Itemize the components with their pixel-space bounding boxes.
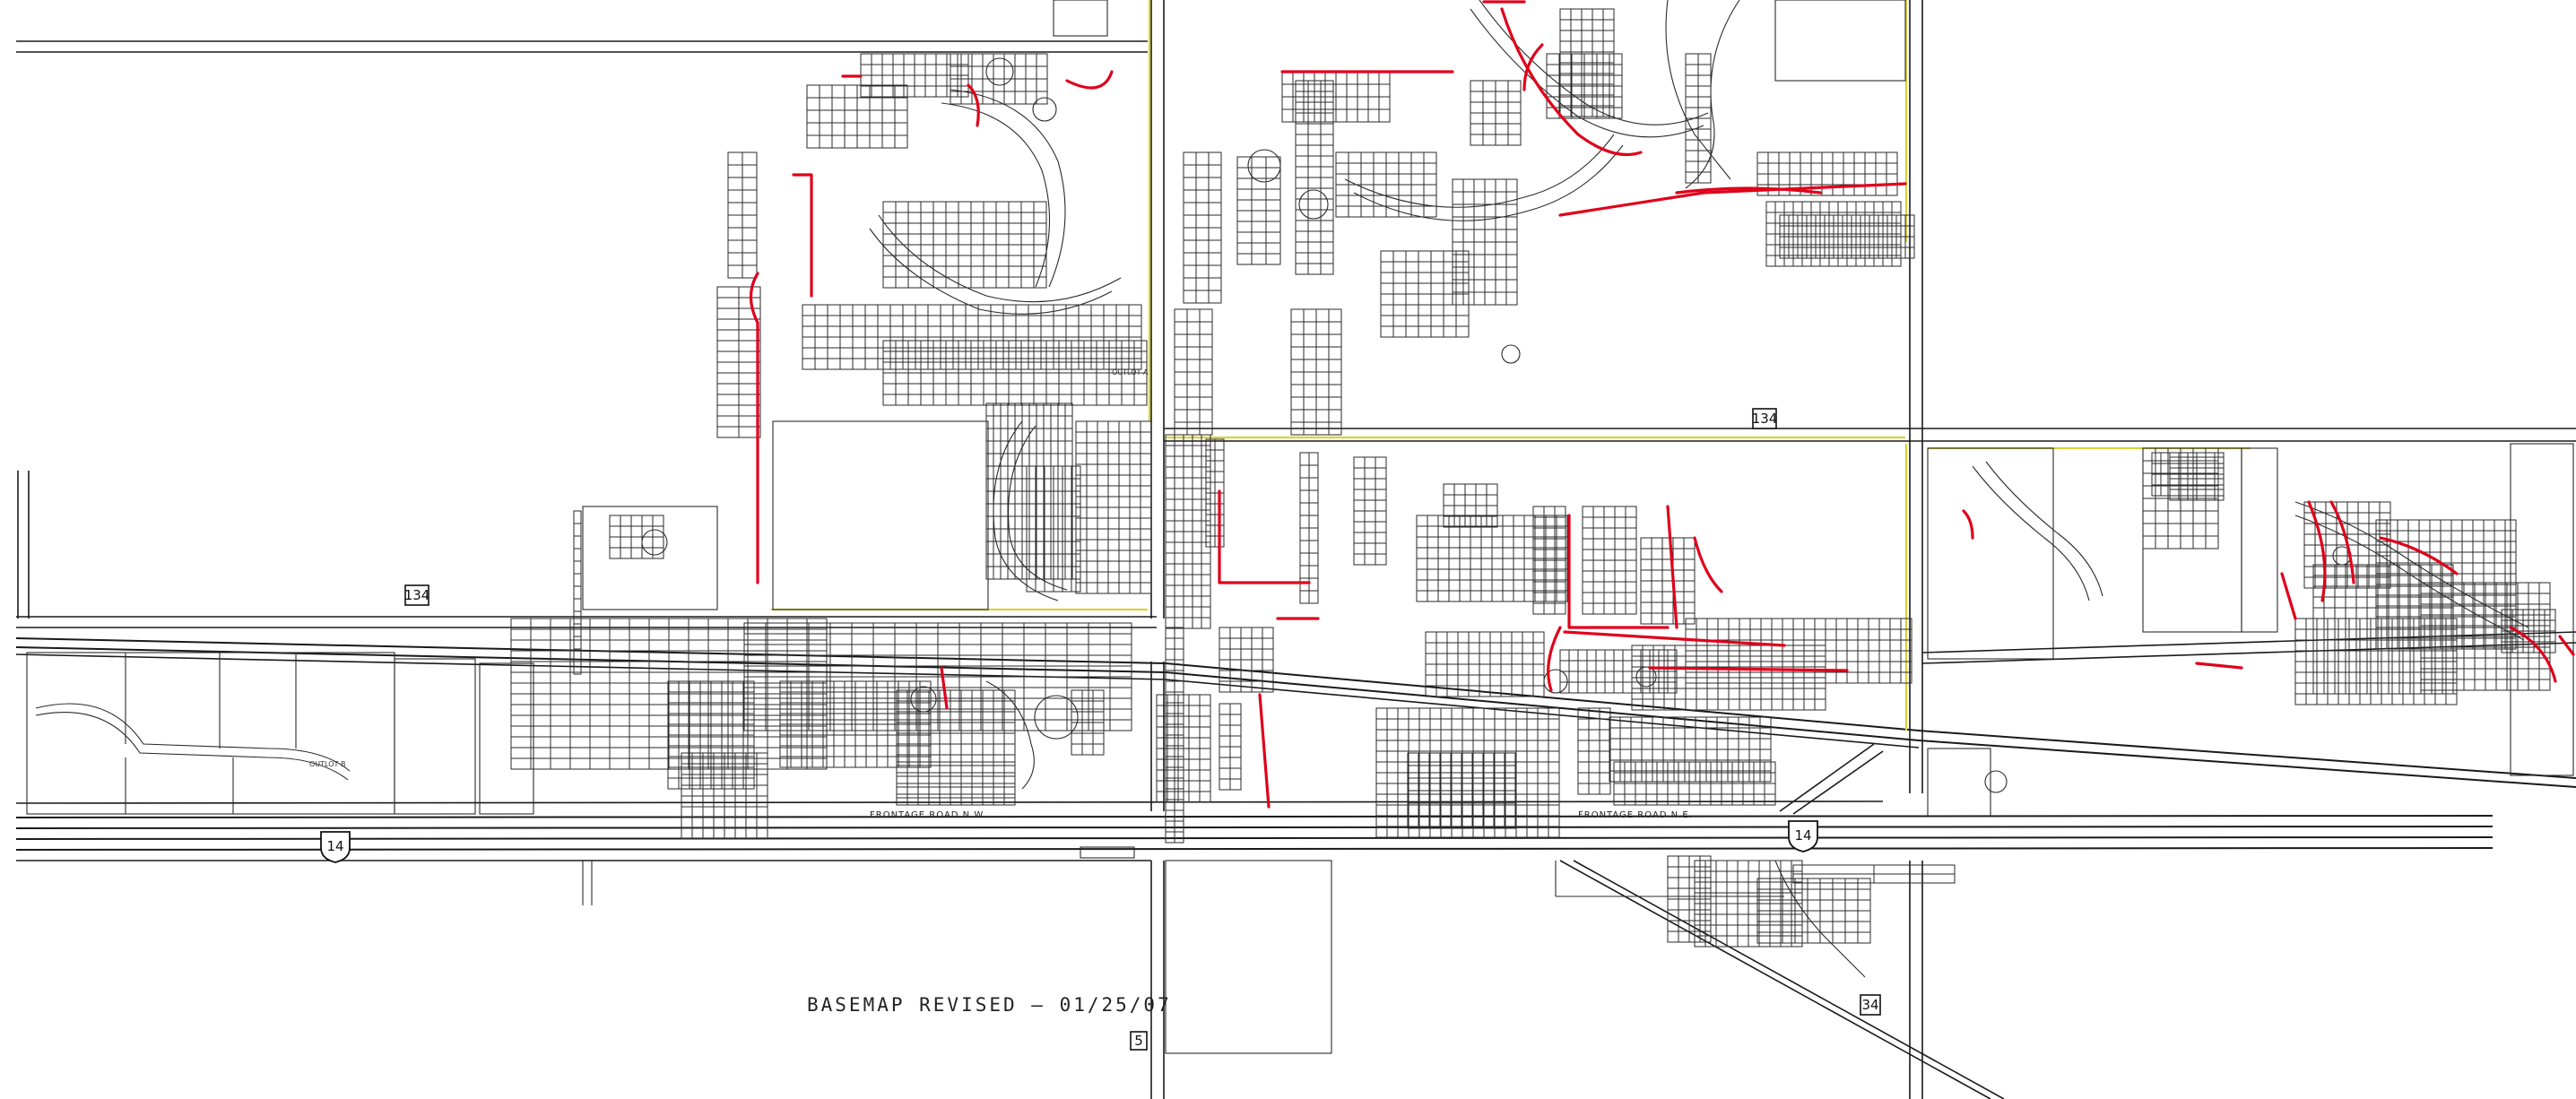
- lot-block: [1236, 156, 1281, 265]
- city-limits: [771, 0, 2251, 731]
- curved-streets: [869, 0, 2529, 978]
- lot-block: [1779, 214, 1915, 259]
- lot-block: [2294, 618, 2458, 705]
- route-shield-134-center: 134: [1752, 408, 1778, 429]
- railroad: [15, 637, 2576, 788]
- lot-block: [1532, 506, 1566, 615]
- svg-text:134: 134: [404, 587, 430, 603]
- lot-block: [1299, 452, 1319, 604]
- lot-block: [1756, 878, 1871, 944]
- lot-block: [1353, 456, 1387, 566]
- lot-block: [1219, 703, 1242, 791]
- label-frontage-road-nw: FRONTAGE ROAD N.W.: [870, 810, 986, 820]
- lot-block: [1380, 250, 1470, 338]
- lot-block: [1792, 864, 1956, 884]
- lot-block: [681, 752, 768, 840]
- lot-block: [882, 340, 1148, 406]
- lot-block: [1559, 8, 1615, 117]
- route-shield-5-south: 5: [1130, 1031, 1148, 1051]
- lot-block: [1219, 627, 1274, 693]
- lot-block: [1290, 308, 1342, 436]
- lot-block: [802, 304, 1142, 370]
- us-highway-14: [15, 743, 2494, 861]
- lot-block: [896, 761, 1016, 806]
- lot-block: [2169, 456, 2225, 501]
- major-roads: [16, 0, 2576, 1099]
- svg-text:14: 14: [326, 838, 343, 854]
- lot-block: [1443, 483, 1498, 528]
- lot-block: [1375, 707, 1560, 838]
- label-frontage-road-ne: FRONTAGE ROAD N.E.: [1578, 810, 1693, 820]
- open-blocks: [582, 0, 2574, 1054]
- lot-block: [860, 53, 969, 98]
- lot-block: [882, 201, 1047, 289]
- subdivision-lots: [510, 8, 2556, 948]
- lot-block: [1452, 178, 1518, 306]
- map-title: BASEMAP REVISED – 01/25/07: [807, 994, 1172, 1016]
- us-route-shield-14-west: 14: [320, 831, 351, 863]
- route-shield-34-south: 34: [1860, 994, 1881, 1016]
- lot-block: [1577, 707, 1611, 795]
- lot-block: [1407, 752, 1516, 829]
- lot-block: [1582, 506, 1637, 615]
- svg-text:34: 34: [1861, 997, 1878, 1013]
- lot-block: [510, 618, 828, 770]
- lot-block: [1667, 855, 1712, 943]
- svg-text:14: 14: [1794, 827, 1811, 844]
- lot-block: [1470, 80, 1522, 146]
- lot-block: [1205, 438, 1225, 548]
- lot-block: [1546, 53, 1623, 119]
- lot-block: [1685, 618, 1912, 684]
- lot-block: [1631, 645, 1826, 711]
- lot-block: [2501, 609, 2556, 653]
- lot-block: [727, 151, 758, 279]
- lot-block: [1335, 151, 1437, 218]
- lot-block: [950, 53, 1048, 105]
- lot-block: [1559, 649, 1678, 694]
- lot-block: [743, 622, 1132, 731]
- lot-block: [1640, 537, 1696, 625]
- us-route-shield-14-east: 14: [1788, 820, 1818, 852]
- southwest-parcels: [26, 652, 534, 815]
- lot-block: [1183, 151, 1222, 304]
- lot-block: [1075, 420, 1152, 594]
- route-shield-134-west: 134: [404, 584, 430, 606]
- lot-block: [1613, 761, 1776, 806]
- lot-block: [609, 515, 664, 559]
- lot-block: [1281, 71, 1391, 123]
- lot-block: [896, 689, 1016, 799]
- cul-de-sacs: [641, 57, 2352, 793]
- lot-block: [1425, 631, 1545, 697]
- water-main-lines: [749, 0, 2575, 809]
- lot-block: [1174, 308, 1213, 436]
- lot-block: [985, 402, 1073, 580]
- lot-block: [1165, 434, 1211, 629]
- label-outlot-a: OUTLOT A: [1112, 368, 1149, 376]
- highway-34-diagonal: [1559, 860, 2005, 1099]
- lot-block: [1071, 689, 1105, 756]
- lot-block: [573, 510, 582, 675]
- lot-block: [1609, 716, 1772, 783]
- lot-block: [667, 680, 755, 790]
- label-outlot-b: OUTLOT B: [309, 760, 345, 768]
- svg-text:5: 5: [1134, 1033, 1143, 1049]
- svg-text:134: 134: [1752, 411, 1778, 427]
- lot-block: [2303, 501, 2391, 589]
- lot-block: [806, 84, 908, 149]
- lot-block: [1165, 627, 1184, 844]
